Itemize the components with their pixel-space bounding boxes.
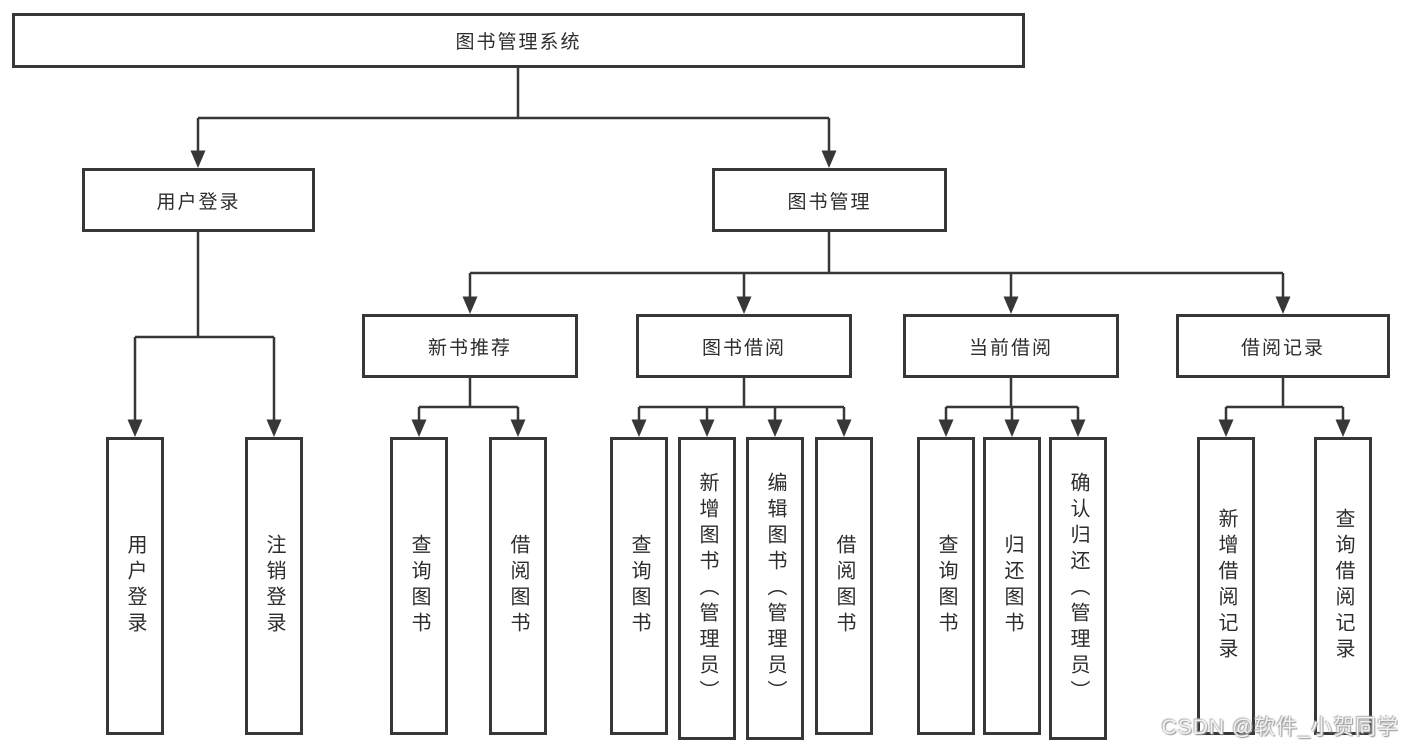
leaf-query-borrow-record: 查询借阅记录 [1314, 437, 1372, 735]
leaf-newbook-borrow-books: 借阅图书 [489, 437, 547, 735]
arrowheads [127, 150, 1351, 437]
node-book-borrowing: 图书借阅 [636, 314, 852, 378]
leaf-borrowing-borrow-books: 借阅图书 [815, 437, 873, 735]
node-user-login-module: 用户登录 [82, 168, 315, 232]
leaf-logout: 注销登录 [245, 437, 303, 735]
leaf-confirm-return-admin: 确认归还（管理员） [1049, 437, 1107, 740]
node-new-book-recommend: 新书推荐 [362, 314, 578, 378]
leaf-current-query-books: 查询图书 [917, 437, 975, 735]
node-current-borrowing: 当前借阅 [903, 314, 1119, 378]
leaf-return-books: 归还图书 [983, 437, 1041, 735]
csdn-watermark: CSDN @软件_小贺同学 [1161, 716, 1399, 739]
leaf-newbook-query-books: 查询图书 [390, 437, 448, 735]
leaf-add-borrow-record: 新增借阅记录 [1197, 437, 1255, 735]
leaf-add-books-admin: 新增图书（管理员） [678, 437, 736, 740]
node-root-system: 图书管理系统 [12, 13, 1025, 68]
leaf-borrowing-query-books: 查询图书 [610, 437, 668, 735]
node-borrowing-records: 借阅记录 [1176, 314, 1390, 378]
node-book-management-module: 图书管理 [712, 168, 947, 232]
leaf-edit-books-admin: 编辑图书（管理员） [746, 437, 804, 740]
leaf-user-login: 用户登录 [106, 437, 164, 735]
